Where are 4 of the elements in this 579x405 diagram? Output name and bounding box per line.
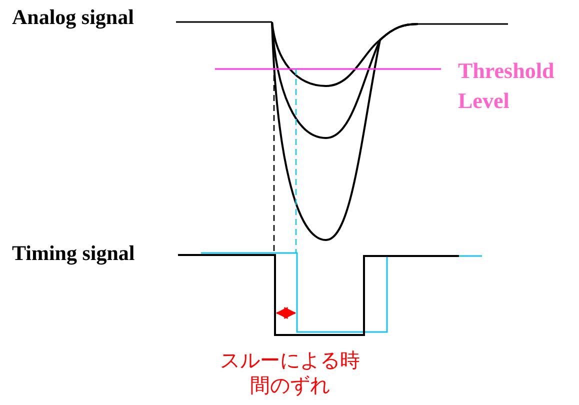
signal-label: Timing signal bbox=[12, 242, 135, 266]
signal-label: Threshold Level bbox=[458, 57, 556, 115]
annotation-text: スルーによる時間のずれ bbox=[219, 348, 361, 398]
signal-label: Analog signal bbox=[12, 6, 134, 30]
